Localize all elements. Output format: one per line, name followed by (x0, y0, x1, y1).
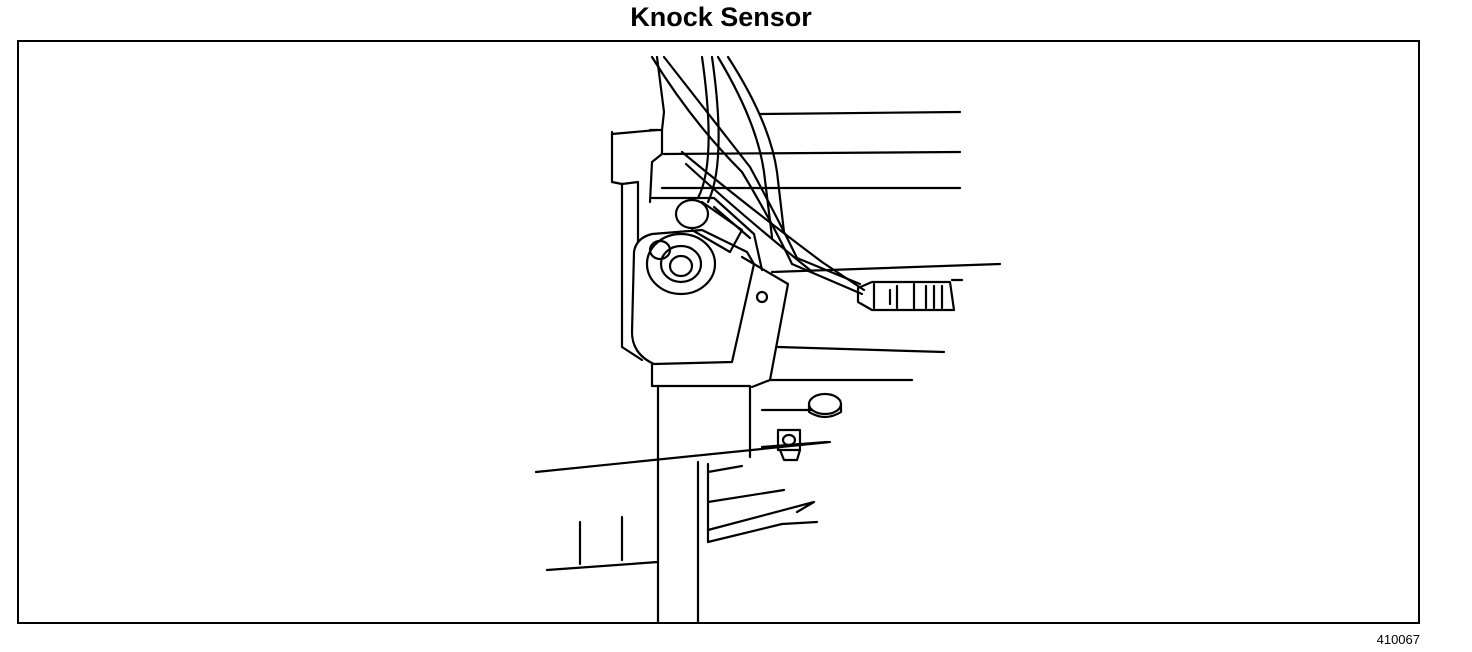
engine-block-face (610, 55, 666, 362)
sensor-wiring (650, 55, 866, 296)
knock-sensor (630, 196, 790, 389)
illustration-frame (17, 40, 1420, 624)
diagram-title: Knock Sensor (630, 2, 812, 32)
figure-number: 410067 (1376, 632, 1420, 647)
lower-structure (534, 362, 843, 622)
harness-connector (856, 280, 956, 312)
knock-sensor-illustration (534, 55, 1002, 622)
